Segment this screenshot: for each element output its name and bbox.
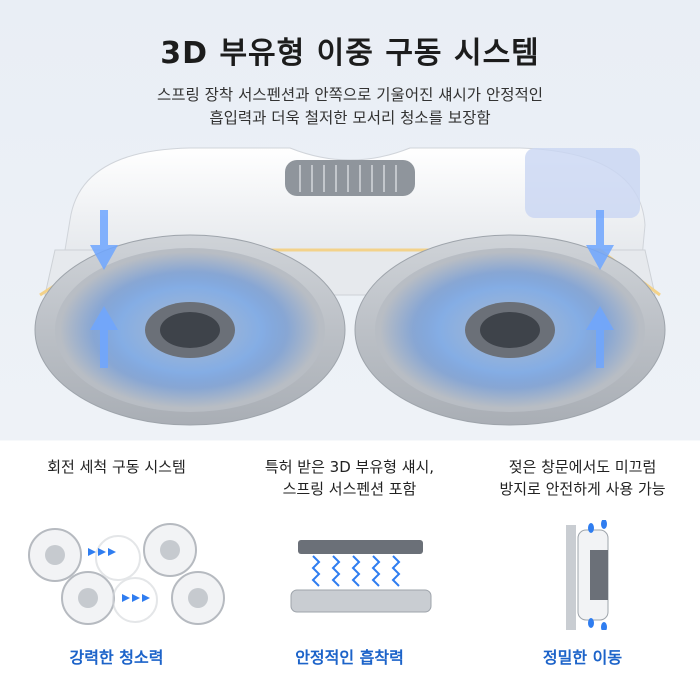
caption-precise-movement: 정밀한 이동 xyxy=(542,648,623,667)
robot-illustration xyxy=(34,147,666,426)
feature-1-text: 회전 세척 구동 시스템 xyxy=(0,456,233,478)
left-cleaning-pad xyxy=(34,234,346,426)
feature-2-line-1: 특허 받은 3D 부유형 섀시, xyxy=(264,458,435,476)
window-grip-icon xyxy=(566,520,609,630)
spring-suspension-icon xyxy=(290,540,432,613)
up-arrow-icon xyxy=(90,306,614,368)
right-cleaning-pad xyxy=(354,234,666,426)
feature-3-line-1: 젖은 창문에서도 미끄럼 xyxy=(508,458,657,476)
rotating-pads-icon xyxy=(28,523,225,625)
page-title: 3D 부유형 이중 구동 시스템 xyxy=(160,36,540,71)
feature-3-text: 젖은 창문에서도 미끄럼 방지로 안전하게 사용 가능 xyxy=(466,456,699,500)
feature-3-line-2: 방지로 안전하게 사용 가능 xyxy=(499,480,666,498)
feature-1-line-1: 회전 세척 구동 시스템 xyxy=(47,458,186,476)
caption-strong-cleaning: 강력한 청소력 xyxy=(69,648,164,667)
down-arrow-icon xyxy=(90,210,614,270)
subtitle-line-1: 스프링 장착 서스펜션과 안쪽으로 기울어진 섀시가 안정적인 xyxy=(156,86,544,104)
caption-stable-suction: 안정적인 흡착력 xyxy=(295,648,404,667)
feature-2-text: 특허 받은 3D 부유형 섀시, 스프링 서스펜션 포함 xyxy=(233,456,466,500)
subtitle-line-2: 흡입력과 더욱 철저한 모서리 청소를 보장함 xyxy=(209,109,491,127)
feature-2-line-2: 스프링 서스펜션 포함 xyxy=(282,480,417,498)
vent-grille xyxy=(285,160,415,196)
